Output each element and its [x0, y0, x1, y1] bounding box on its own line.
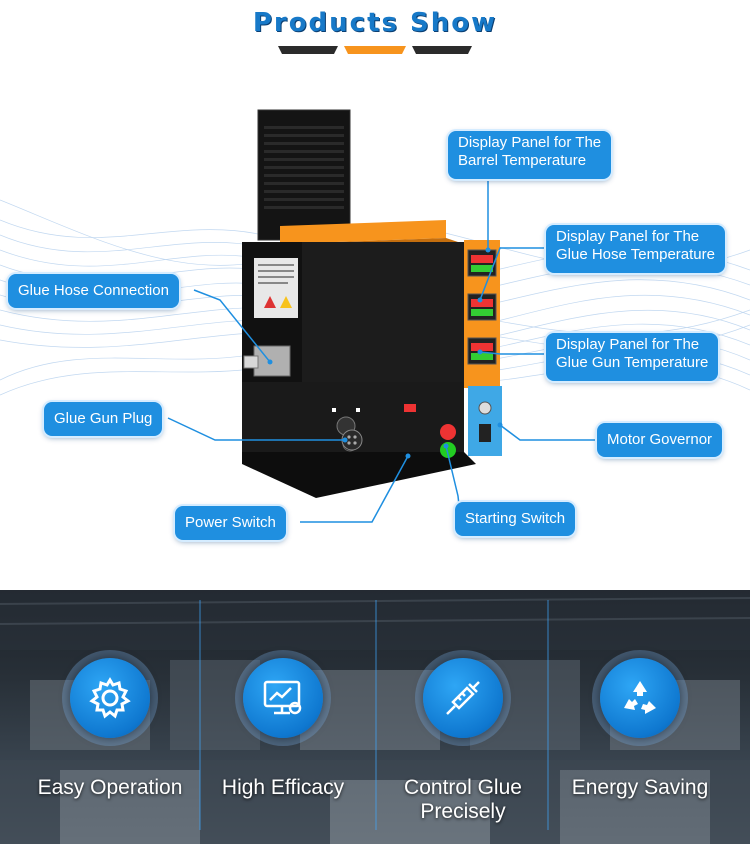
features-banner: Easy Operation High Efficacy: [0, 590, 750, 844]
factory-background-image: [0, 590, 750, 844]
feature-high-efficacy: High Efficacy: [198, 650, 368, 840]
feature-easy-operation: Easy Operation: [25, 650, 195, 840]
motor-governor-callout: Motor Governor: [597, 423, 723, 457]
glue-gun-plug-socket: [341, 429, 363, 451]
title-underline: [278, 46, 472, 54]
barrel-temperature-display-callout: Display Panel for The Barrel Temperature: [448, 131, 612, 179]
glue-hose-connection-callout: Glue Hose Connection: [8, 274, 179, 308]
glue-gun-temperature-display-callout: Display Panel for The Glue Gun Temperatu…: [546, 333, 719, 381]
page-title: Products Show: [252, 8, 498, 38]
starting-switch-callout: Starting Switch: [455, 502, 576, 536]
recycle-icon: [624, 681, 656, 714]
glue-gun-plug-callout: Glue Gun Plug: [44, 402, 163, 436]
gear-icon: [89, 677, 131, 719]
hot-melt-glue-machine-image: [242, 109, 502, 498]
feature-control-glue-precisely: Control Glue Precisely: [378, 650, 548, 840]
feature-energy-saving: Energy Saving: [555, 650, 725, 840]
syringe-icon: [446, 681, 480, 715]
glue-hose-temperature-display-callout: Display Panel for The Glue Hose Temperat…: [546, 225, 725, 273]
monitor-chart-icon: [263, 680, 302, 715]
power-switch-callout: Power Switch: [175, 506, 286, 540]
products-show-section: Products Show: [0, 8, 750, 540]
